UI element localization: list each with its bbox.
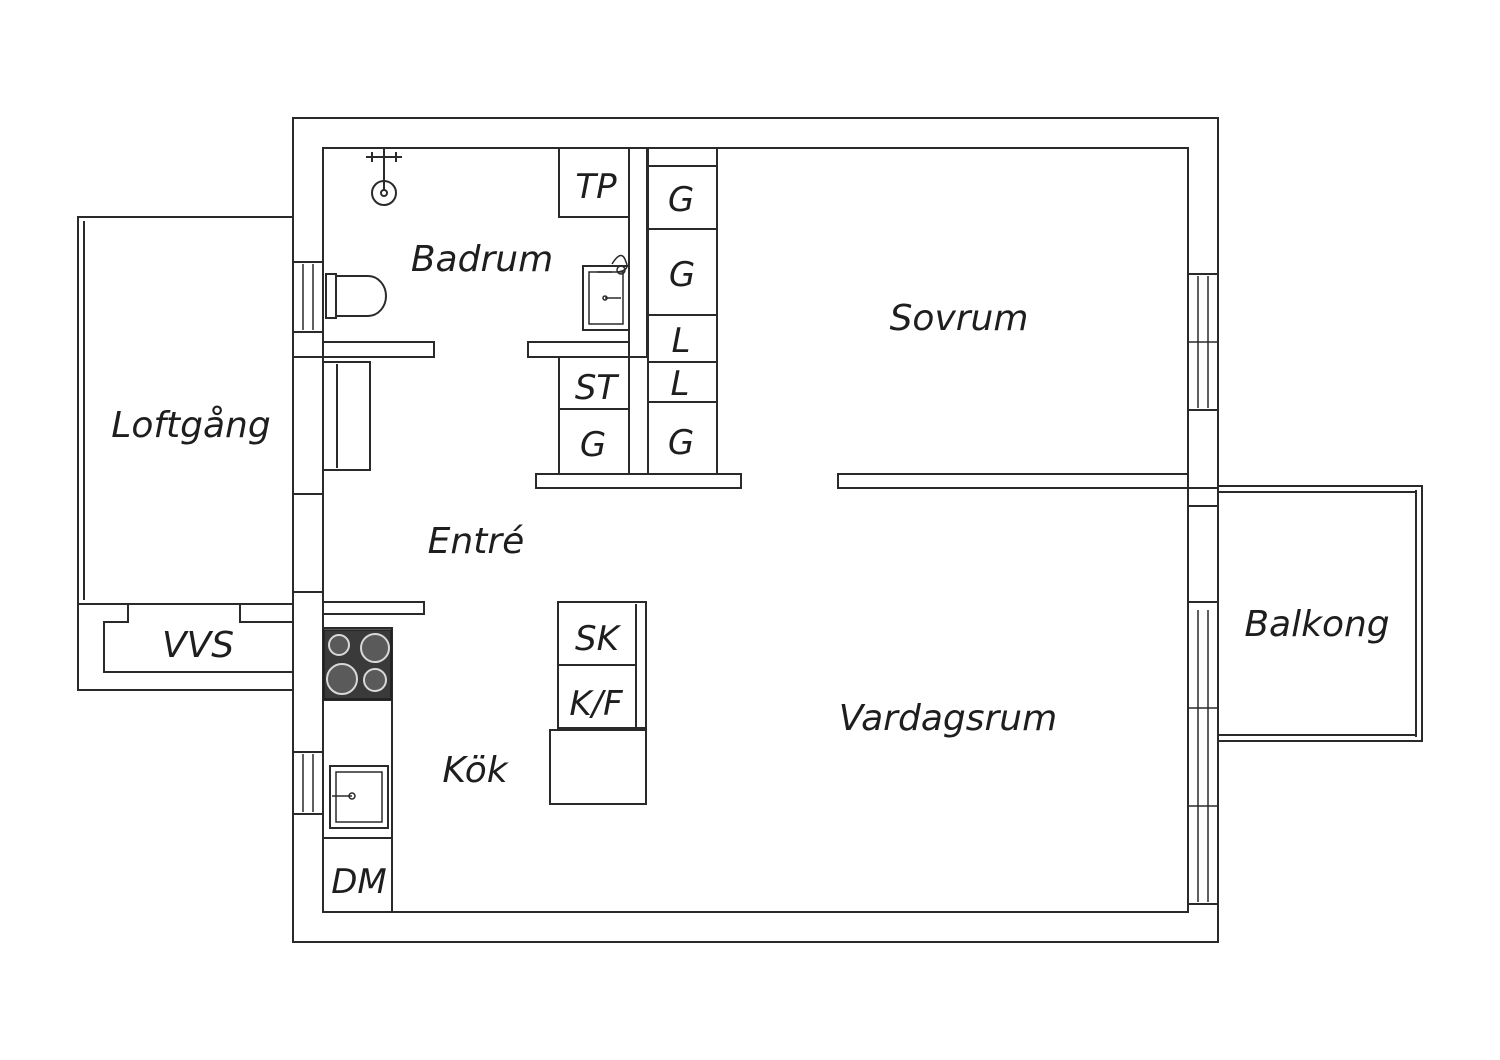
- fixture-label-dm: DM: [331, 862, 387, 902]
- toilet-icon: [325, 273, 387, 319]
- room-label-sovrum: Sovrum: [890, 298, 1029, 339]
- windows: [292, 261, 1219, 905]
- room-label-vvs: VVS: [162, 625, 234, 666]
- fixture-label-kf: K/F: [569, 684, 623, 724]
- interior-walls: [292, 147, 1219, 615]
- vvs-area: [77, 604, 293, 691]
- kitchen-sink-icon: [329, 765, 389, 829]
- fixture-label-g-top: G: [668, 180, 694, 220]
- room-label-vardagsrum: Vardagsrum: [839, 698, 1057, 739]
- fixture-label-g-st: G: [580, 425, 606, 465]
- stove-icon: [323, 629, 392, 700]
- fixture-label-st: ST: [575, 368, 620, 408]
- storage-cabinets: [558, 356, 630, 475]
- wardrobe-column: [647, 147, 718, 475]
- bathroom-sink-icon: [582, 254, 630, 331]
- fixture-label-l-upper: L: [672, 321, 691, 361]
- entry-bench: [322, 361, 371, 471]
- room-label-badrum: Badrum: [411, 239, 553, 280]
- room-label-balkong: Balkong: [1244, 604, 1389, 645]
- room-label-entre: Entré: [428, 521, 525, 562]
- room-label-loftgang: Loftgång: [111, 405, 270, 446]
- fixture-label-g-bottom: G: [668, 423, 694, 463]
- fixture-label-g-mid: G: [669, 255, 695, 295]
- shower-icon: [366, 148, 402, 206]
- fixture-label-sk: SK: [575, 619, 622, 659]
- fixture-label-l-lower: L: [671, 364, 690, 404]
- room-label-kok: Kök: [442, 750, 509, 791]
- fixture-label-tp: TP: [575, 167, 617, 207]
- tp-cabinet: [558, 147, 630, 218]
- balkong-area: [1218, 485, 1423, 742]
- fridge-freezer-column: [549, 601, 647, 805]
- loftgang-area: [77, 216, 294, 605]
